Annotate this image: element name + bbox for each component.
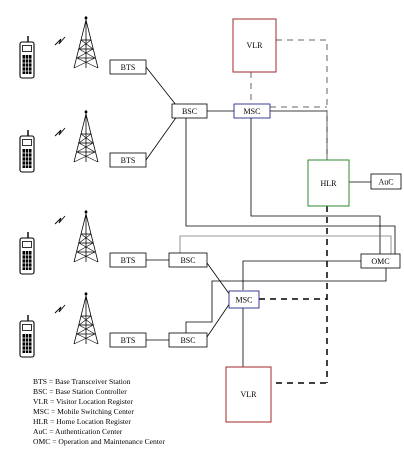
link-bsc3-msc2 (206, 302, 231, 338)
msc-label: MSC (236, 296, 253, 305)
link-msc1-omc (250, 118, 381, 254)
mobile-station-1 (19, 15, 99, 79)
legend-item-bts: BTS = Base Transceiver Station (33, 377, 131, 386)
legend-item-bsc: BSC = Base Station Controller (33, 387, 127, 396)
bsc-box-1: BSC (171, 103, 208, 119)
legend-item-hlr: HLR = Home Location Register (33, 417, 131, 426)
bts-label: BTS (121, 156, 136, 165)
dashed-connections (250, 39, 328, 384)
radio-signal-icon (54, 215, 66, 225)
link-bsc1-omc (185, 118, 396, 254)
link-bsc2-msc2 (206, 262, 231, 296)
radio-signal-icon (54, 36, 66, 46)
mobile-phone-icon (19, 314, 35, 358)
link-bts1-bsc1 (145, 66, 181, 111)
msc-box-1: MSC (233, 103, 271, 119)
bsc-label: BSC (180, 256, 195, 265)
bsc-label: BSC (180, 336, 195, 345)
link-msc2-omc (242, 260, 361, 290)
bsc-box-3: BSC (168, 332, 208, 348)
antenna-tower-icon (73, 209, 99, 263)
msc-label: MSC (244, 107, 261, 116)
antenna-tower-icon (73, 291, 99, 345)
legend-item-vlr: VLR = Visitor Location Register (33, 397, 133, 406)
vlr-box-1: VLR (232, 18, 277, 73)
hlr-box: HLR (307, 159, 350, 207)
bts-box-2: BTS (109, 152, 147, 168)
bts-label: BTS (121, 63, 136, 72)
vlr-label: VLR (241, 390, 258, 399)
link-bsc3-omc (185, 268, 387, 334)
legend-item-auc: AuC = Authentication Center (33, 427, 123, 436)
hlr-label: HLR (321, 179, 338, 188)
legend-item-msc: MSC = Mobile Switching Center (33, 407, 134, 416)
connections (145, 66, 396, 367)
antenna-tower-icon (73, 109, 99, 163)
mobile-station-4 (19, 291, 99, 358)
auc-box: AuC (370, 173, 402, 190)
vlr-label: VLR (247, 41, 264, 50)
legend: BTS = Base Transceiver Station BSC = Bas… (33, 377, 165, 447)
mobile-station-2 (19, 109, 99, 173)
bts-box-1: BTS (109, 59, 147, 75)
msc-box-2: MSC (228, 290, 260, 309)
bsc-label: BSC (182, 107, 197, 116)
bts-box-3: BTS (109, 252, 147, 268)
dashed-vlr1-right (276, 39, 328, 160)
antenna-tower-icon (73, 15, 99, 69)
mobile-station-3 (19, 209, 99, 275)
mobile-phone-icon (19, 35, 35, 79)
bts-label: BTS (121, 256, 136, 265)
omc-label: OMC (371, 257, 389, 266)
link-bts2-bsc1 (145, 111, 181, 161)
vlr-box-2: VLR (225, 366, 272, 423)
mobile-phone-icon (19, 129, 35, 173)
radio-signal-icon (54, 304, 66, 314)
bsc-box-2: BSC (168, 252, 208, 268)
bts-label: BTS (121, 336, 136, 345)
link-bsc2-omc (179, 235, 392, 254)
legend-item-omc: OMC = Operation and Maintenance Center (33, 437, 165, 446)
link-msc1-hlr (270, 110, 328, 160)
omc-box: OMC (360, 253, 401, 269)
auc-label: AuC (378, 178, 393, 187)
bts-box-4: BTS (109, 332, 147, 348)
radio-signal-icon (54, 127, 66, 137)
mobile-phone-icon (19, 231, 35, 275)
